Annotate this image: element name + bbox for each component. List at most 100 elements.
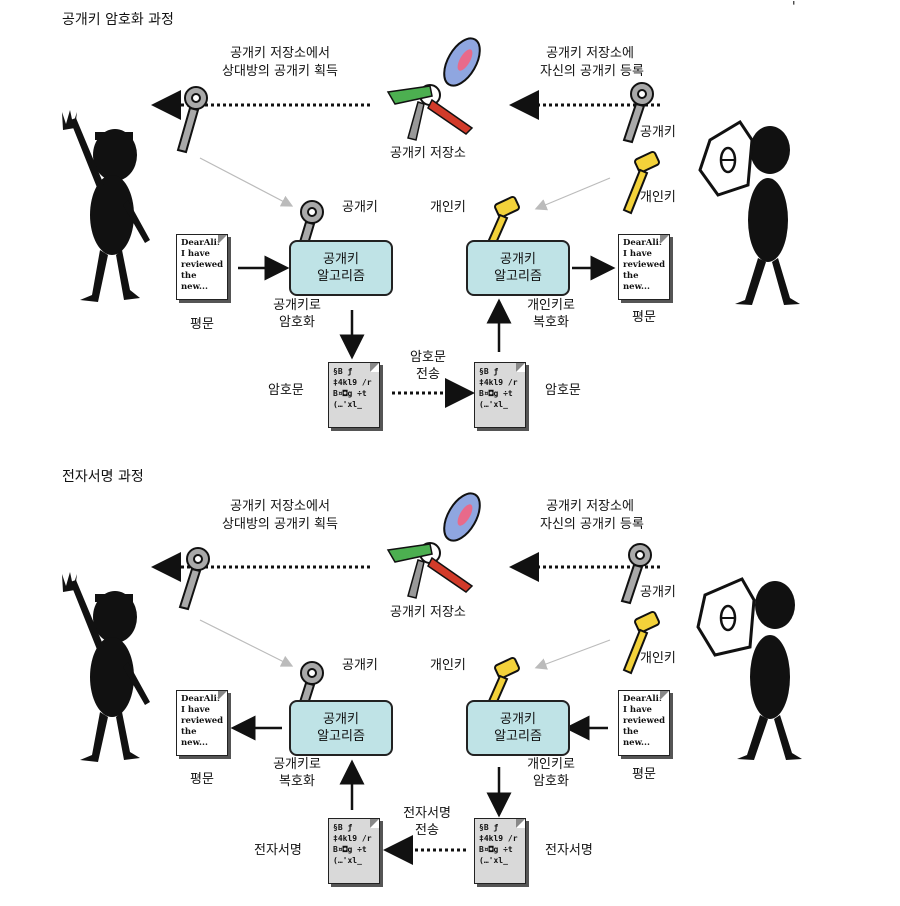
doc-line: DearAli:	[181, 238, 220, 248]
left-acquire-label-line1: 공개키 저장소에서	[230, 46, 330, 61]
panel-encryption-graphics	[62, 37, 800, 408]
doc-line: the new...	[181, 271, 208, 292]
plaintext-doc-left: DearAli: I have reviewed the new...	[176, 690, 228, 756]
algorithm-box-right: 공개키 알고리즘	[466, 700, 570, 756]
algorithm-box-left: 공개키 알고리즘	[289, 700, 393, 756]
algo-right-line2: 알고리즘	[494, 269, 542, 284]
public-key-icon-left	[176, 86, 208, 154]
person-left-icon	[62, 110, 150, 302]
left-doc-label: 평문	[190, 772, 214, 787]
doc-line: §B ƒ	[479, 823, 499, 832]
left-op-line2: 복호화	[279, 774, 315, 789]
algo-left-line1: 공개키	[323, 252, 359, 267]
algorithm-box-left: 공개키 알고리즘	[289, 240, 393, 296]
left-doc-label: 평문	[190, 317, 214, 332]
public-key-icon-left	[178, 547, 210, 611]
public-key-icon-right	[622, 82, 654, 144]
doc-line: §B ƒ	[479, 367, 499, 376]
center-privkey-label: 개인키	[430, 200, 466, 215]
panel-digital-signature: 전자서명 과정 공개키 저장소에서 상대방의 공개키 획득 공개키 저장소에 자…	[0, 455, 900, 906]
grey-arrow-right	[534, 177, 611, 211]
ciphertext-doc-left: §B ƒ ‡4kl9 /r B¤◘g ÷t (…'xl_	[328, 362, 380, 428]
doc-line: (…'xl_	[333, 400, 362, 409]
doc-line: the new...	[623, 727, 650, 748]
right-op-line2: 암호화	[533, 774, 569, 789]
doc-line: ‡4kl9 /r	[333, 834, 372, 843]
left-acquire-label-line1: 공개키 저장소에서	[230, 499, 330, 514]
transfer-line1: 전자서명	[403, 806, 451, 821]
doc-line: ‡4kl9 /r	[479, 834, 518, 843]
ciphertext-doc-right: §B ƒ ‡4kl9 /r B¤◘g ÷t (…'xl_	[474, 362, 526, 428]
right-register-label-line1: 공개키 저장소에	[546, 499, 634, 514]
doc-line: reviewed	[181, 716, 224, 726]
person-left-icon	[62, 572, 150, 762]
keyring-label: 공개키 저장소	[390, 605, 466, 620]
doc-line: reviewed	[623, 260, 666, 270]
left-acquire-label-line2: 상대방의 공개키 획득	[222, 517, 338, 532]
doc-line: §B ƒ	[333, 367, 353, 376]
doc-line: (…'xl_	[333, 856, 362, 865]
panel-title: 공개키 암호화 과정	[62, 12, 174, 28]
public-key-icon-right	[620, 543, 652, 605]
plaintext-doc-left: DearAli: I have reviewed the new...	[176, 234, 228, 300]
algo-right-line1: 공개키	[500, 712, 536, 727]
private-key-icon-right	[622, 150, 660, 215]
doc-line: B¤◘g ÷t	[333, 389, 367, 398]
doc-line: the new...	[623, 271, 650, 292]
person-right-icon	[698, 119, 800, 305]
center-privkey-label: 개인키	[430, 658, 466, 673]
doc-line: B¤◘g ÷t	[479, 389, 513, 398]
algo-right-line1: 공개키	[500, 252, 536, 267]
person-right-icon	[696, 577, 802, 760]
right-op-line1: 개인키로	[527, 298, 575, 313]
right-doc-label: 평문	[632, 310, 656, 325]
right-pubkey-label: 공개키	[640, 585, 676, 600]
grey-arrow-right	[534, 639, 611, 670]
panel-signature-graphics	[62, 492, 802, 865]
doc-line: DearAli:	[623, 694, 662, 704]
right-doc-label: 평문	[632, 767, 656, 782]
doc-line: B¤◘g ÷t	[333, 845, 367, 854]
grey-arrow-left	[199, 619, 294, 667]
center-pubkey-label: 공개키	[342, 200, 378, 215]
plaintext-doc-right: DearAli: I have reviewed the new...	[618, 690, 670, 756]
doc-line: I have	[623, 249, 652, 259]
doc-line: I have	[181, 705, 210, 715]
right-register-label-line2: 자신의 공개키 등록	[540, 517, 644, 532]
doc-line: I have	[181, 249, 210, 259]
algo-left-line1: 공개키	[323, 712, 359, 727]
algo-left-line2: 알고리즘	[317, 269, 365, 284]
signature-doc-left: §B ƒ ‡4kl9 /r B¤◘g ÷t (…'xl_	[328, 818, 380, 884]
doc-line: reviewed	[181, 260, 224, 270]
right-pubkey-label: 공개키	[640, 125, 676, 140]
doc-line: ‡4kl9 /r	[479, 378, 518, 387]
doc-line: B¤◘g ÷t	[479, 845, 513, 854]
doc-line: (…'xl_	[479, 856, 508, 865]
panel-title: 전자서명 과정	[62, 469, 144, 485]
doc-line: ‡4kl9 /r	[333, 378, 372, 387]
panel-encryption: 공개키 암호화 과정 공개키 저장소에서 상대방의 공개키 획득 공개키 저장소…	[0, 0, 900, 451]
private-key-icon-right	[622, 610, 660, 675]
right-register-label-line2: 자신의 공개키 등록	[540, 64, 644, 79]
right-register-label-line1: 공개키 저장소에	[546, 46, 634, 61]
grey-arrow-left	[199, 157, 294, 207]
right-signature-label: 전자서명	[545, 843, 593, 858]
right-cipher-label: 암호문	[545, 383, 581, 398]
left-op-line1: 공개키로	[273, 757, 321, 772]
algo-left-line2: 알고리즘	[317, 729, 365, 744]
left-op-line2: 암호화	[279, 315, 315, 330]
top-right-mark: '	[792, 0, 796, 15]
center-pubkey-label: 공개키	[342, 658, 378, 673]
doc-line: §B ƒ	[333, 823, 353, 832]
doc-line: reviewed	[623, 716, 666, 726]
doc-line: the new...	[181, 727, 208, 748]
transfer-line1: 암호문	[410, 350, 446, 365]
doc-line: DearAli:	[623, 238, 662, 248]
doc-line: I have	[623, 705, 652, 715]
keyring-label: 공개키 저장소	[390, 146, 466, 161]
right-op-line2: 복호화	[533, 315, 569, 330]
right-privkey-label: 개인키	[640, 190, 676, 205]
left-acquire-label-line2: 상대방의 공개키 획득	[222, 64, 338, 79]
algo-right-line2: 알고리즘	[494, 729, 542, 744]
right-privkey-label: 개인키	[640, 651, 676, 666]
